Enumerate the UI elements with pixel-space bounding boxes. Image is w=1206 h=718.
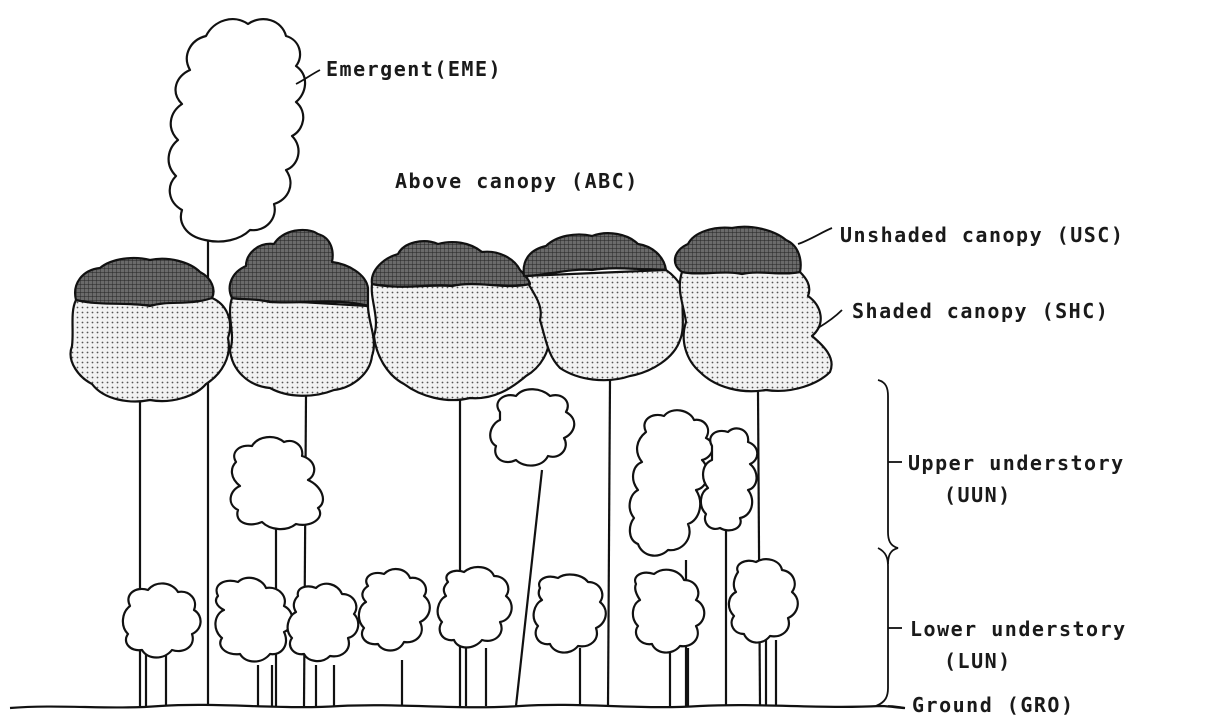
- lower-understory-bracket: [875, 547, 889, 707]
- label-lower-understory: Lower understory: [910, 617, 1127, 641]
- label-lower-understory-code: (LUN): [944, 649, 1012, 673]
- label-emergent: Emergent(EME): [326, 57, 502, 81]
- unshaded-canopy-crowns: [74, 225, 802, 308]
- ground-line: [9, 703, 906, 710]
- label-unshaded-canopy: Unshaded canopy (USC): [840, 223, 1124, 247]
- upper-understory-crowns: [229, 388, 759, 557]
- label-upper-understory: Upper understory: [908, 451, 1125, 475]
- emergent-crown: [167, 18, 307, 243]
- lower-understory-crowns: [121, 558, 799, 663]
- upper-understory-bracket: [877, 379, 899, 565]
- label-upper-understory-code: (UUN): [944, 483, 1012, 507]
- label-shaded-canopy: Shaded canopy (SHC): [852, 299, 1109, 323]
- understory-brackets: [875, 379, 902, 707]
- label-above-canopy: Above canopy (ABC): [395, 169, 639, 193]
- label-ground: Ground (GRO): [912, 693, 1075, 717]
- label-leaders: [295, 69, 906, 709]
- shaded-canopy-crowns: [69, 268, 833, 403]
